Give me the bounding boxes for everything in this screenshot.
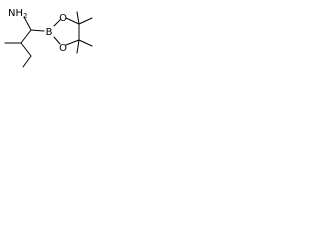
bond-b-o-lower bbox=[53, 36, 61, 45]
bond-c1-n bbox=[23, 16, 32, 31]
bond-o-c-lower bbox=[65, 39, 80, 46]
oxygen-upper-label: O bbox=[59, 13, 67, 24]
oxygen-lower-label: O bbox=[59, 43, 67, 54]
bond-methyl-4 bbox=[76, 39, 80, 54]
boron-label: B bbox=[46, 27, 53, 38]
bond-methyl-1 bbox=[76, 11, 80, 25]
amine-main-label: NH bbox=[8, 8, 23, 19]
bond-o-c-upper bbox=[65, 17, 80, 25]
bond-b-o-upper bbox=[53, 19, 61, 27]
amine-label: NH2 bbox=[8, 8, 27, 20]
bond-c2-c3 bbox=[20, 42, 32, 57]
bond-methyl-2 bbox=[78, 17, 93, 25]
bond-c3-c4 bbox=[22, 55, 32, 68]
amine-subscript-label: 2 bbox=[23, 12, 27, 20]
bond-c1-c2 bbox=[20, 29, 32, 44]
bond-methyl-3 bbox=[78, 39, 93, 47]
bond-c1-b bbox=[30, 29, 45, 32]
chemical-structure: NH2 B O O bbox=[4, 8, 93, 68]
